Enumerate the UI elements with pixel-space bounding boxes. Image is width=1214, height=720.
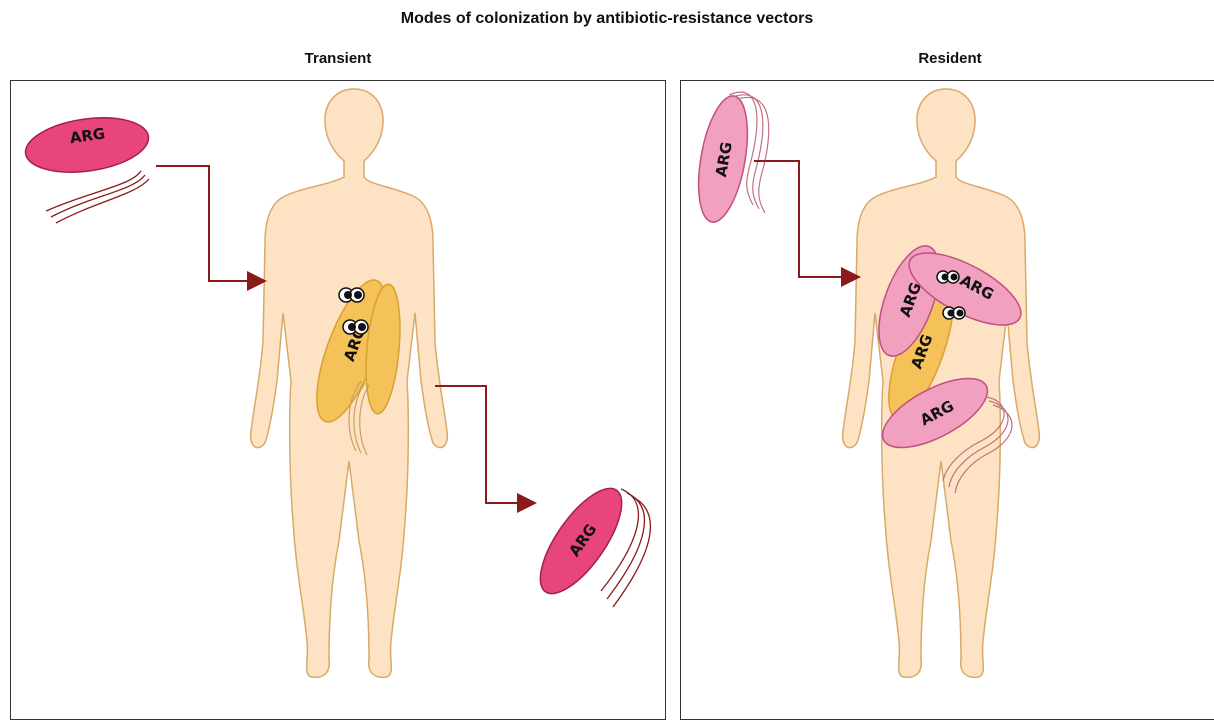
entry-arrow xyxy=(754,161,857,277)
flagella xyxy=(46,171,149,223)
figure-title: Modes of colonization by antibiotic-resi… xyxy=(0,10,1214,28)
entering-bacterium: ARG xyxy=(22,111,152,180)
panel-label-transient: Transient xyxy=(10,50,666,67)
panel-resident: ARG ARG ARG ARG xyxy=(680,80,1214,720)
panel-label-resident: Resident xyxy=(680,50,1214,67)
exit-arrow xyxy=(435,386,533,503)
entering-bacterium: ARG xyxy=(690,92,756,226)
entry-arrow xyxy=(156,166,263,281)
panel-transient: ARG ARG xyxy=(10,80,666,720)
human-body xyxy=(843,89,1040,677)
exiting-bacterium: ARG xyxy=(526,476,636,605)
